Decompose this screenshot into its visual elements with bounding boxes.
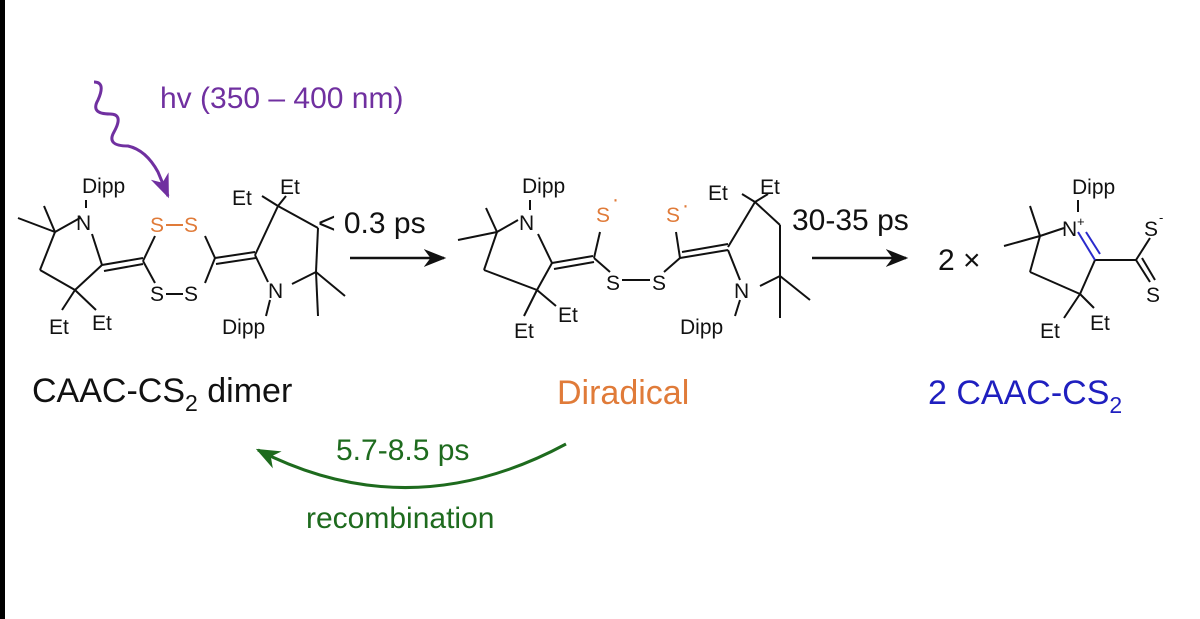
dimer-et-right-1: Et <box>232 187 252 210</box>
diradical-et-left-1: Et <box>514 320 534 343</box>
product-molecule <box>1003 200 1156 319</box>
product-atoms: Dipp N + S - S Et Et <box>1040 176 1163 343</box>
recombination-time: 5.7-8.5 ps <box>336 434 469 467</box>
dimer-name-label: CAAC-CS2 dimer <box>32 372 292 416</box>
diradical-atoms: Dipp N Et Et S · S · S S Et Et N Dipp <box>514 175 780 343</box>
diradical-dot-left: · <box>612 188 619 211</box>
product-s-bottom: S <box>1146 284 1160 307</box>
diradical-s-radical-left: S <box>596 204 610 227</box>
diradical-et-right-2: Et <box>760 176 780 199</box>
product-s-charge: - <box>1159 210 1163 225</box>
product-multiplier: 2 × <box>938 244 981 277</box>
diradical-dipp-bottom: Dipp <box>680 316 723 339</box>
dimer-n-right: N <box>268 280 283 303</box>
dimer-s-top-right: S <box>184 214 198 237</box>
diradical-n-left: N <box>519 212 534 235</box>
product-et-1: Et <box>1040 320 1060 343</box>
diradical-s-bridge-left: S <box>606 272 620 295</box>
product-n-charge: + <box>1077 214 1085 229</box>
dimer-et-left-2: Et <box>92 312 112 335</box>
diradical-dot-right: · <box>682 194 689 217</box>
dimer-molecule <box>17 195 346 317</box>
dimer-et-right-2: Et <box>280 176 300 199</box>
diradical-molecule <box>457 193 811 318</box>
diradical-name-label: Diradical <box>557 374 689 412</box>
diradical-n-right: N <box>734 280 749 303</box>
excitation-label: hv (350 – 400 nm) <box>160 82 403 115</box>
diradical-dipp-top: Dipp <box>522 175 565 198</box>
product-et-2: Et <box>1090 312 1110 335</box>
product-dipp: Dipp <box>1072 176 1115 199</box>
dimer-s-top-left: S <box>150 214 164 237</box>
product-n: N <box>1062 218 1077 241</box>
product-cn-double-bond <box>1077 231 1101 261</box>
dimer-s-bottom-right: S <box>184 283 198 306</box>
diradical-et-left-2: Et <box>558 304 578 327</box>
recombination-label: recombination <box>306 502 494 535</box>
left-border <box>0 0 5 619</box>
diradical-s-bridge-right: S <box>652 272 666 295</box>
excitation-arrow <box>93 80 170 199</box>
dimer-atoms: Dipp N Et Et S S S S Et Et N Dipp <box>49 175 300 339</box>
dimer-et-left-1: Et <box>49 316 69 339</box>
recombination-arrow <box>255 442 567 490</box>
product-name-label: 2 CAAC-CS2 <box>928 374 1122 418</box>
dimer-s-bottom-left: S <box>150 283 164 306</box>
dimer-n-left: N <box>76 212 91 235</box>
dimer-dipp-bottom: Dipp <box>222 316 265 339</box>
arrow1-label: < 0.3 ps <box>318 207 426 240</box>
dimer-ss-bonds <box>166 224 183 295</box>
diradical-et-right-1: Et <box>708 182 728 205</box>
product-s-top: S <box>1144 218 1158 241</box>
arrow2-label: 30-35 ps <box>792 204 909 237</box>
diradical-s-radical-right: S <box>666 204 680 227</box>
dimer-dipp-top: Dipp <box>82 175 125 198</box>
